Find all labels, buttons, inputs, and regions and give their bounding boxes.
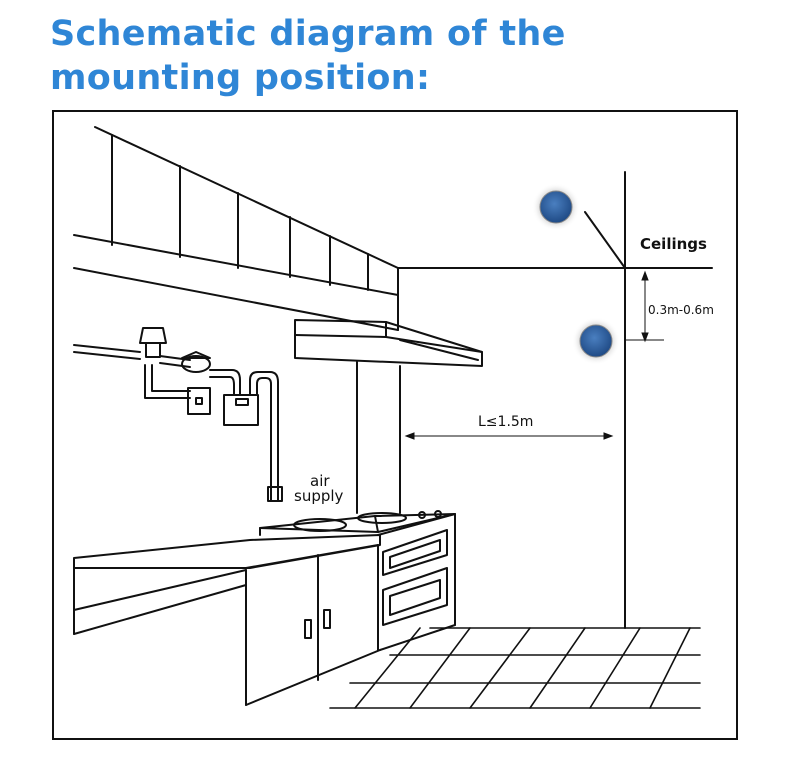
ceilings-label: Ceilings [640,235,707,253]
countertop [73,534,381,706]
detector-ceiling-icon [532,183,580,231]
detector-wall-icon [572,317,620,365]
upper-cabinets [73,126,399,331]
title-line-2: mounting position: [50,58,431,98]
height-range-label: 0.3m-0.6m [648,303,714,317]
diagram-frame [52,110,738,740]
title-line-1: Schematic diagram of the [50,14,566,54]
air-supply-label-line2: supply [294,487,344,505]
page-title: Schematic diagram of the mounting positi… [50,12,750,100]
air-supply-label-line1: air [310,472,330,490]
lower-cabinets [245,513,456,706]
distance-label: L≤1.5m [478,414,533,430]
gas-pipes [73,344,283,502]
wall-lamp [139,327,167,358]
chimney [356,361,401,514]
pointer-line [584,211,626,269]
range-hood [294,319,483,367]
measurements [404,270,664,440]
gas-valve [181,351,211,373]
floor-tiles [329,627,701,709]
